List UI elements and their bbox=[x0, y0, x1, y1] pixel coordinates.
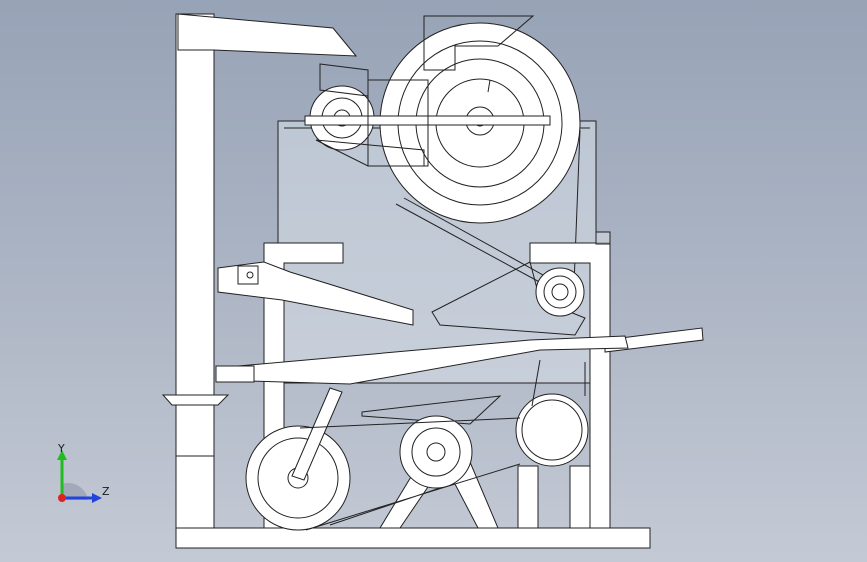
y-axis-label: Y bbox=[58, 442, 65, 455]
sieve-arm bbox=[217, 261, 414, 326]
crank-rod bbox=[291, 387, 343, 481]
drive-belt-lower bbox=[299, 417, 521, 531]
axis-triad bbox=[57, 450, 102, 503]
motor bbox=[515, 393, 589, 467]
eccentric-linkage bbox=[431, 261, 586, 336]
feed-chute-outline bbox=[423, 15, 535, 71]
motor-mount-left bbox=[517, 465, 539, 529]
z-axis-label: Z bbox=[102, 485, 110, 498]
base-plate bbox=[175, 527, 651, 549]
left-column bbox=[175, 13, 215, 529]
sieve-end-cap bbox=[215, 365, 255, 383]
center-pulley bbox=[399, 415, 473, 489]
right-idler-pulley bbox=[535, 267, 585, 317]
top-hopper-plate bbox=[177, 13, 358, 57]
column-foot bbox=[175, 455, 215, 529]
center-bracket bbox=[361, 395, 502, 425]
drive-belt-upper bbox=[395, 203, 546, 286]
column-bracket bbox=[161, 394, 230, 406]
motor-mount-right bbox=[569, 465, 591, 529]
